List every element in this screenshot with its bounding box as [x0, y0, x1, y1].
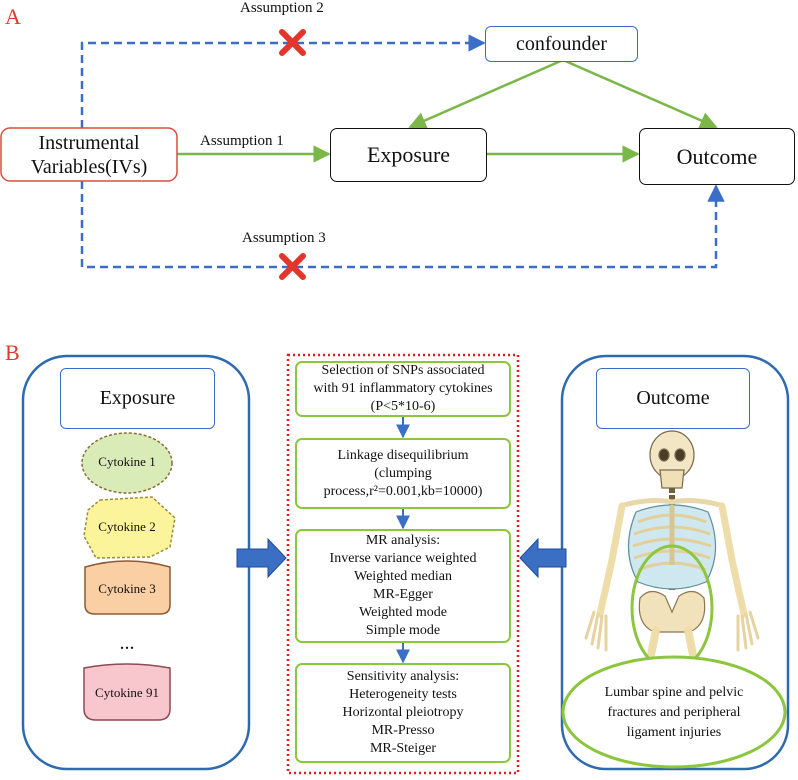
step-4-line-5: MR-Steiger — [369, 741, 437, 756]
step-linkage-disequilibrium: Linkage disequilibrium (clumping process… — [295, 438, 511, 509]
step-4-line-1: Sensitivity analysis: — [346, 669, 460, 684]
step-2-line-2: (clumping — [374, 465, 432, 481]
outcome-desc-ellipse — [561, 655, 787, 769]
outcome-desc-line-1: Lumbar spine and pelvic — [604, 685, 744, 700]
assumption-1-label: Assumption 1 — [200, 133, 284, 149]
outcome-node: Outcome — [639, 128, 795, 185]
outcome-description: Lumbar spine and pelvic fractures and pe… — [582, 682, 766, 744]
step-sensitivity-analysis: Sensitivity analysis: Heterogeneity test… — [295, 663, 511, 763]
iv-line-1: Instrumental — [38, 131, 140, 154]
outcome-desc-line-2: fractures and peripheral — [607, 705, 741, 720]
panel-a-letter: A — [5, 4, 21, 29]
iv-box: Instrumental Variables(IVs) — [1, 128, 177, 181]
confounder-to-exposure-arrow — [408, 58, 564, 129]
step-3-line-4: MR-Egger — [373, 587, 433, 602]
step-1-line-3: (P<5*10-6) — [370, 399, 436, 414]
step-3-line-2: Inverse variance weighted — [329, 551, 477, 566]
step-3-line-1: MR analysis: — [365, 533, 441, 548]
step-mr-analysis: MR analysis: Inverse variance weighted W… — [295, 529, 511, 643]
cytokine-91-label: Cytokine 91 — [95, 685, 159, 700]
cytokine-91-shape — [83, 663, 171, 721]
assumption-2-cross-icon — [279, 29, 306, 56]
step-3-line-6: Simple mode — [365, 623, 441, 638]
outcome-panel-title: Outcome — [596, 368, 750, 429]
assumption-2-path — [80, 34, 486, 128]
assumption-3-label: Assumption 3 — [242, 230, 326, 246]
iv-line-2: Variables(IVs) — [30, 155, 148, 178]
cytokine-1-shape — [81, 432, 173, 494]
step-3-line-5: Weighted mode — [359, 605, 447, 620]
step-1-line-2: with 91 inflammatory cytokines — [313, 381, 493, 396]
step-2-line-1: Linkage disequilibrium — [337, 447, 469, 463]
exposure-node: Exposure — [330, 128, 487, 182]
assumption-2-label: Assumption 2 — [240, 0, 324, 16]
assumption-3-path — [80, 181, 725, 269]
confounder-node: confounder — [485, 26, 638, 62]
steps-dotted-frame — [286, 353, 520, 775]
outcome-to-steps-arrow — [519, 537, 567, 579]
exposure-panel-title: Exposure — [60, 368, 215, 429]
confounder-to-outcome-arrow — [562, 58, 718, 129]
iv-box-border — [0, 127, 178, 182]
panel-b-letter: B — [5, 340, 20, 365]
cytokine-2-label: Cytokine 2 — [98, 519, 156, 534]
assumption-3-cross-icon — [279, 253, 306, 280]
cytokine-3-label: Cytokine 3 — [98, 581, 156, 596]
step-2-line-3: process,r²=0.001,kb=10000) — [323, 483, 483, 499]
step-4-line-4: MR-Presso — [371, 723, 435, 738]
outcome-desc-line-3: ligament injuries — [626, 725, 722, 740]
step-4-line-3: Horizontal pleiotropy — [342, 705, 464, 720]
cytokine-1-label: Cytokine 1 — [98, 454, 156, 469]
exposure-to-steps-arrow — [236, 537, 287, 579]
cytokine-ellipsis: ... — [119, 632, 135, 654]
step-snp-selection: Selection of SNPs associated with 91 inf… — [295, 361, 511, 417]
cytokine-3-shape — [84, 560, 171, 615]
cytokine-2-shape — [83, 496, 176, 559]
step-3-line-3: Weighted median — [353, 569, 452, 584]
step-1-line-1: Selection of SNPs associated — [321, 363, 485, 378]
step-4-line-2: Heterogeneity tests — [349, 687, 457, 702]
